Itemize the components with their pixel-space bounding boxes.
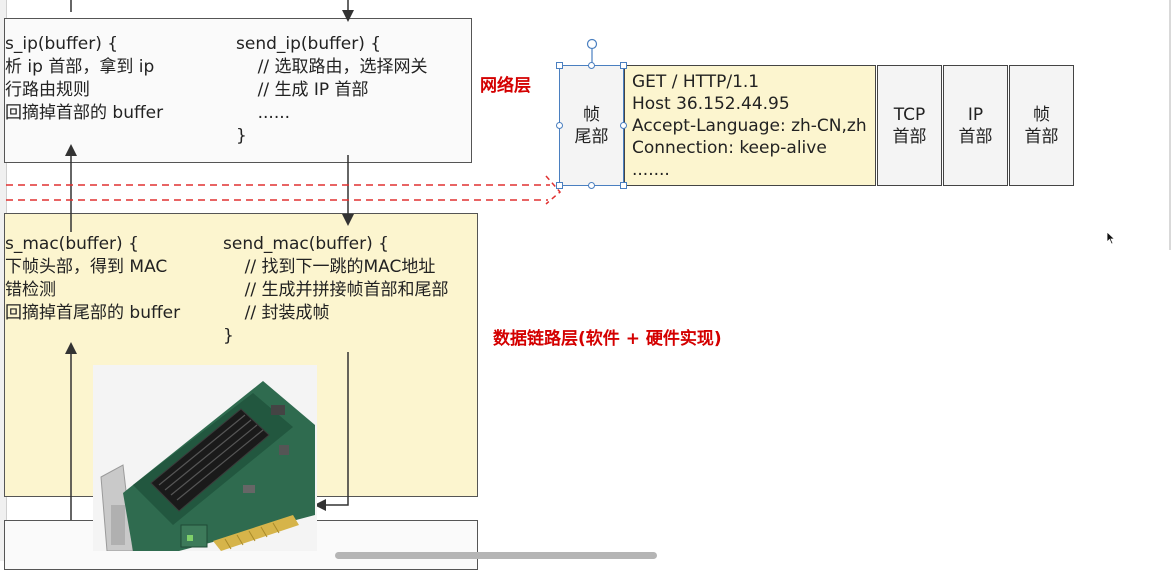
resize-handle-tr[interactable] [620, 62, 627, 69]
frame-trailer-cell[interactable]: 帧 尾部 [559, 65, 624, 186]
mouse-cursor-icon [1106, 231, 1116, 245]
resize-handle-b[interactable] [588, 182, 595, 189]
dashed-arrow-head [545, 175, 562, 205]
resize-handle-r[interactable] [620, 122, 627, 129]
network-send-code: send_ip(buffer) { // 选取路由，选择网关 // 生成 IP … [236, 34, 428, 146]
arrow-send-mac-down [314, 352, 349, 511]
frame-header-cell[interactable]: 帧 首部 [1009, 65, 1074, 186]
resize-handle-t[interactable] [588, 62, 595, 69]
frame-tcp-header-cell[interactable]: TCP 首部 [877, 65, 942, 186]
network-card-image [93, 365, 317, 551]
resize-handle-l[interactable] [556, 122, 563, 129]
network-layer-box [4, 18, 472, 163]
link-send-code: send_mac(buffer) { // 找到下一跳的MAC地址 // 生成并… [223, 234, 449, 346]
resize-handle-bl[interactable] [556, 182, 563, 189]
network-layer-label: 网络层 [480, 76, 531, 96]
frame-payload-cell[interactable]: GET / HTTP/1.1 Host 36.152.44.95 Accept-… [624, 65, 876, 186]
link-layer-label: 数据链路层(软件 + 硬件实现) [493, 329, 722, 349]
vertical-scrollbar[interactable] [1169, 0, 1171, 250]
resize-handle-tl[interactable] [556, 62, 563, 69]
horizontal-scrollbar[interactable] [335, 552, 657, 559]
frame-ip-header-cell[interactable]: IP 首部 [943, 65, 1008, 186]
link-receive-code: s_mac(buffer) { 下帧头部，得到 MAC 错检测 回摘掉首尾部的 … [5, 234, 181, 323]
resize-handle-br[interactable] [620, 182, 627, 189]
network-receive-code: s_ip(buffer) { 析 ip 首部，拿到 ip 行路由规则 回摘掉首部… [5, 34, 164, 123]
